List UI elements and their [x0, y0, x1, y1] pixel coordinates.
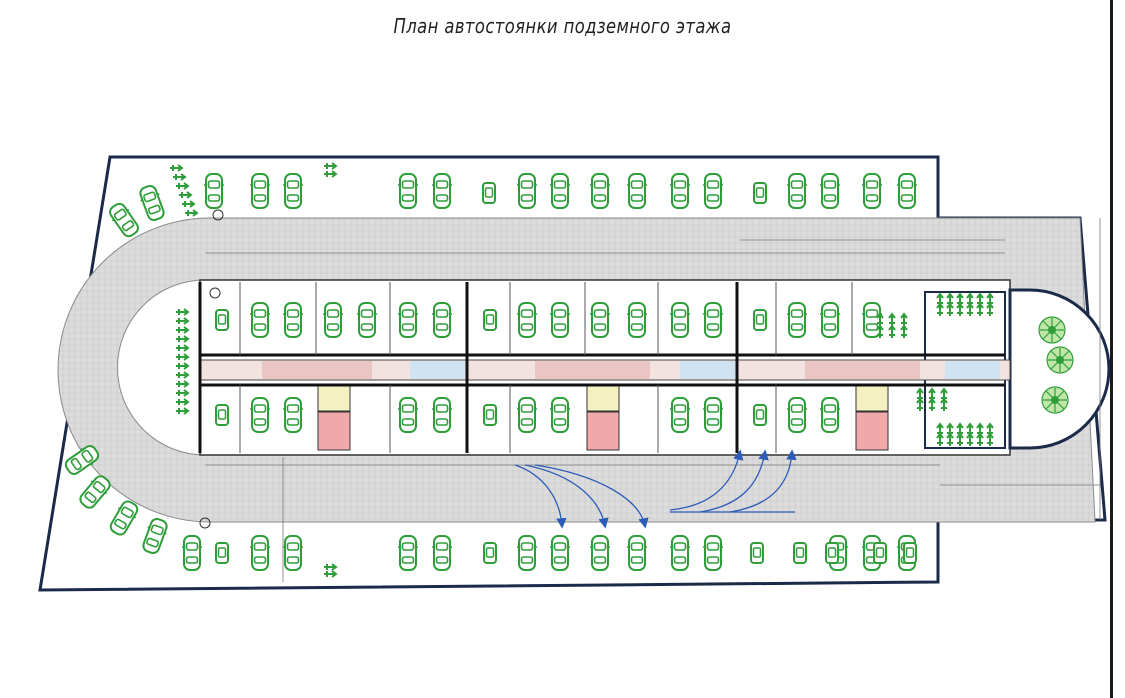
car-icon	[669, 302, 691, 338]
stair-core-2	[586, 384, 620, 451]
car-icon	[589, 302, 611, 338]
car-icon	[626, 173, 648, 209]
car-icon	[431, 535, 453, 571]
car-icon	[516, 173, 538, 209]
car-icon	[249, 302, 271, 338]
car-icon	[249, 173, 271, 209]
car-icon	[786, 173, 808, 209]
car-icon	[819, 397, 841, 433]
car-icon	[702, 302, 724, 338]
car-icon	[903, 542, 917, 564]
car-icon	[702, 173, 724, 209]
car-icon	[483, 542, 497, 564]
car-icon	[549, 173, 571, 209]
car-icon	[282, 535, 304, 571]
car-icon	[431, 173, 453, 209]
internal-walls	[198, 282, 1005, 453]
bay-dividers	[239, 282, 853, 453]
car-icon	[215, 404, 229, 426]
car-icon	[549, 535, 571, 571]
car-icon	[549, 302, 571, 338]
car-icon	[702, 535, 724, 571]
car-icon	[482, 182, 496, 204]
car-icon	[753, 404, 767, 426]
car-icon	[282, 302, 304, 338]
car-icon	[896, 173, 918, 209]
car-icon	[397, 173, 419, 209]
car-icon	[753, 309, 767, 331]
car-icon	[203, 173, 225, 209]
car-icon	[669, 173, 691, 209]
frame-border	[1110, 0, 1113, 698]
car-icon	[483, 309, 497, 331]
car-icon	[819, 173, 841, 209]
car-icon	[750, 542, 764, 564]
car-icon	[549, 397, 571, 433]
car-icon	[215, 542, 229, 564]
car-icon	[215, 309, 229, 331]
car-icon	[431, 397, 453, 433]
car-icon	[397, 535, 419, 571]
car-icon	[516, 535, 538, 571]
tree-icon	[1046, 346, 1074, 374]
car-icon	[516, 397, 538, 433]
car-icon	[825, 542, 839, 564]
car-icon	[819, 302, 841, 338]
stair-core-3	[855, 384, 889, 451]
car-icon	[397, 397, 419, 433]
ring-road	[57, 217, 1096, 523]
stair-core-1	[317, 384, 351, 451]
car-icon	[702, 397, 724, 433]
column-markers	[199, 209, 224, 529]
car-icon	[431, 302, 453, 338]
car-icon	[282, 173, 304, 209]
tree-icon	[1041, 386, 1069, 414]
car-icon	[669, 535, 691, 571]
car-icon	[626, 302, 648, 338]
car-icon	[356, 302, 378, 338]
car-icon	[483, 404, 497, 426]
car-icon	[249, 535, 271, 571]
traffic-flow-arrows	[514, 449, 797, 529]
car-icon	[282, 397, 304, 433]
car-icon	[322, 302, 344, 338]
car-icon	[589, 535, 611, 571]
car-icon	[516, 302, 538, 338]
page-title: План автостоянки подземного этажа	[393, 14, 732, 38]
car-icon	[861, 173, 883, 209]
car-icon	[786, 397, 808, 433]
car-icon	[793, 542, 807, 564]
car-icon	[786, 302, 808, 338]
car-icon	[753, 182, 767, 204]
tree-icon	[1038, 316, 1066, 344]
car-icon	[873, 542, 887, 564]
car-icon	[626, 535, 648, 571]
car-icon	[249, 397, 271, 433]
car-icon	[669, 397, 691, 433]
car-icon	[589, 173, 611, 209]
dimension-lines	[205, 218, 1101, 582]
car-icon	[181, 535, 203, 571]
car-icon	[397, 302, 419, 338]
